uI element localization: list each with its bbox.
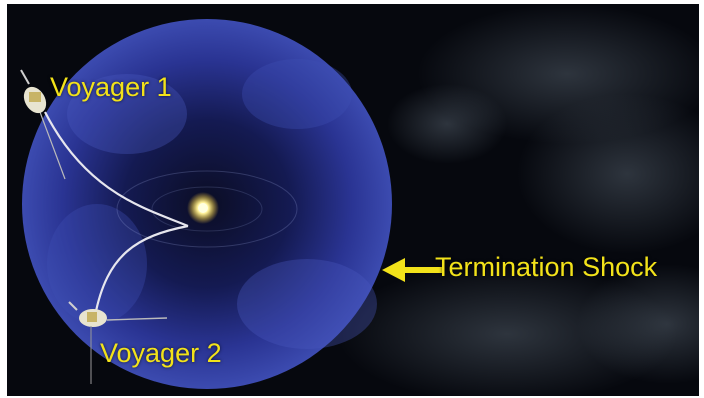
termination-shock-label: Termination Shock [435, 252, 658, 282]
voyager-1-trajectory [44, 111, 189, 228]
voyager-1-label: Voyager 1 [50, 72, 172, 102]
orbit-ring [116, 170, 298, 248]
voyager-1-spacecraft-icon [20, 69, 66, 180]
diagram-frame [7, 4, 699, 396]
diagram-canvas [20, 4, 699, 396]
voyager-2-label: Voyager 2 [100, 338, 222, 368]
sun-core [198, 203, 208, 213]
left-arrow-icon [382, 258, 443, 282]
voyager-2-trajectory [93, 224, 189, 317]
interstellar-clouds [337, 4, 699, 396]
voyager-2-spacecraft-icon [68, 301, 168, 384]
orbit-ring [151, 186, 263, 232]
heliosphere-texture [47, 59, 377, 349]
